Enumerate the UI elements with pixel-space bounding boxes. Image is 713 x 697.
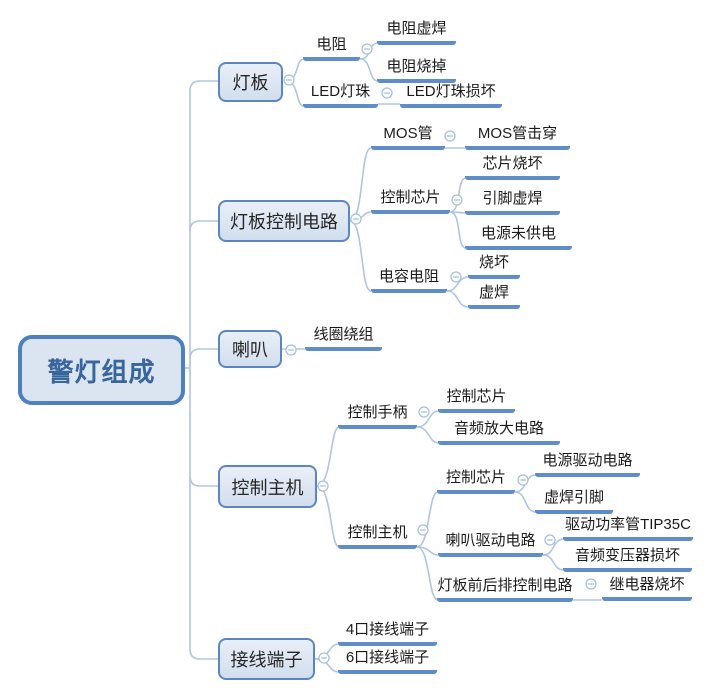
- connector-line: [446, 290, 470, 308]
- connector-line: [514, 474, 537, 493]
- topic-control-handle[interactable]: 控制手柄: [338, 403, 417, 429]
- collapse-icon[interactable]: [444, 130, 456, 142]
- connector-line: [542, 554, 565, 571]
- collapse-icon[interactable]: [451, 194, 463, 206]
- topic-coil-winding[interactable]: 线圈绕组: [305, 325, 382, 351]
- connector-line: [416, 546, 439, 556]
- collapse-icon[interactable]: [517, 474, 529, 486]
- root-topic[interactable]: 警灯组成: [18, 335, 185, 405]
- collapse-icon[interactable]: [417, 524, 429, 536]
- connector-line: [189, 80, 218, 92]
- topic-audio-transformer-damaged[interactable]: 音频变压器损坏: [563, 546, 692, 572]
- collapse-icon[interactable]: [418, 406, 430, 418]
- collapse-icon[interactable]: [318, 652, 330, 664]
- connector-line: [314, 658, 340, 673]
- topic-control-chip-1[interactable]: 控制芯片: [371, 188, 450, 214]
- connector-line: [449, 177, 467, 213]
- topic-lamp-board[interactable]: 灯板: [218, 62, 283, 102]
- connector-line: [416, 546, 439, 601]
- topic-resistor-cold-solder[interactable]: 电阻虚焊: [377, 19, 456, 45]
- topic-lamp-board-control-circuit[interactable]: 灯板控制电路: [218, 200, 350, 242]
- topic-mos-tube[interactable]: MOS管: [371, 124, 445, 150]
- topic-horn[interactable]: 喇叭: [218, 330, 282, 368]
- connector-line: [349, 220, 372, 292]
- connector-line: [189, 648, 218, 660]
- connector-line: [359, 58, 379, 82]
- collapse-icon[interactable]: [585, 578, 597, 590]
- topic-power-drive-circuit[interactable]: 电源驱动电路: [535, 451, 640, 477]
- connector-line: [542, 538, 565, 556]
- topic-host-control-chip[interactable]: 控制芯片: [437, 468, 515, 494]
- topic-cap-resistor[interactable]: 电容电阻: [371, 267, 447, 293]
- topic-burned[interactable]: 烧坏: [468, 253, 520, 279]
- connector-line: [189, 220, 218, 232]
- topic-audio-amp-circuit[interactable]: 音频放大电路: [438, 419, 560, 445]
- topic-relay-burned[interactable]: 继电器烧坏: [602, 575, 692, 601]
- collapse-icon[interactable]: [350, 213, 362, 225]
- connector-line: [349, 211, 372, 222]
- topic-cold-solder[interactable]: 虚焊: [468, 283, 520, 309]
- topic-power-tube-tip35c[interactable]: 驱动功率管TIP35C: [563, 515, 693, 541]
- topic-6port-terminal[interactable]: 6口接线端子: [338, 648, 437, 674]
- collapse-icon[interactable]: [544, 534, 556, 546]
- topic-handle-control-chip[interactable]: 控制芯片: [438, 387, 515, 413]
- topic-front-rear-row-control-circuit[interactable]: 灯板前后排控制电路: [437, 576, 573, 602]
- topic-terminal-block[interactable]: 接线端子: [218, 638, 315, 680]
- connector-line: [416, 410, 440, 428]
- topic-led-bead[interactable]: LED灯珠: [303, 82, 378, 108]
- topic-led-bead-damaged[interactable]: LED灯珠损坏: [400, 82, 502, 108]
- topic-cold-solder-pin[interactable]: 虚焊引脚: [535, 488, 613, 514]
- connector-line: [284, 58, 305, 82]
- connector-line: [189, 348, 218, 360]
- topic-no-power-supply[interactable]: 电源未供电: [465, 224, 572, 250]
- topic-horn-drive-circuit[interactable]: 喇叭驱动电路: [438, 531, 543, 557]
- connector-line: [359, 42, 379, 60]
- connector-line: [416, 426, 440, 444]
- topic-control-host-sub[interactable]: 控制主机: [338, 523, 417, 549]
- connector-line: [284, 80, 305, 107]
- collapse-icon[interactable]: [283, 74, 295, 86]
- topic-pin-cold-solder[interactable]: 引脚虚焊: [465, 189, 560, 215]
- collapse-icon[interactable]: [285, 344, 297, 356]
- connector-line: [316, 426, 340, 487]
- connector-line: [316, 485, 340, 548]
- connector-line: [514, 491, 537, 513]
- collapse-icon[interactable]: [361, 43, 373, 55]
- connector-line: [449, 211, 467, 214]
- topic-mos-breakdown[interactable]: MOS管击穿: [465, 124, 570, 150]
- topic-4port-terminal[interactable]: 4口接线端子: [338, 620, 437, 646]
- connector-line: [314, 643, 340, 660]
- connector-line: [189, 475, 218, 487]
- collapse-icon[interactable]: [381, 87, 393, 99]
- collapse-icon[interactable]: [450, 271, 462, 283]
- connector-line: [416, 491, 439, 548]
- topic-resistor-burned[interactable]: 电阻烧掉: [377, 57, 456, 83]
- connector-line: [349, 147, 372, 222]
- connector-line: [446, 276, 470, 292]
- topic-resistor[interactable]: 电阻: [303, 35, 360, 61]
- topic-control-host[interactable]: 控制主机: [218, 465, 317, 508]
- connector-line: [449, 211, 467, 249]
- collapse-icon[interactable]: [317, 480, 329, 492]
- topic-chip-burned[interactable]: 芯片烧坏: [465, 154, 560, 180]
